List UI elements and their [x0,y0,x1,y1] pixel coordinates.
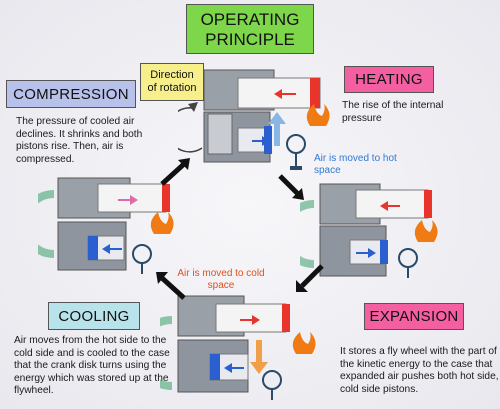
note-air-to-cold: Air is moved to cold space [177,268,265,291]
arrow-right-hot-icon [118,195,138,205]
rotation-arc-icon [178,107,203,153]
stage-cooling-label: COOLING [48,302,140,330]
title-line-2: PRINCIPLE [205,30,295,49]
arrow-right-hot-icon [240,315,260,325]
rotation-label-line-1: Direction [150,69,194,81]
arrow-left-hot-icon [274,89,296,99]
hot-end-cap [424,190,432,218]
stage-compression-label: COMPRESSION [6,80,136,108]
cooling-description: Air moves from the hot side to the cold … [14,335,170,396]
arrow-left-cold-icon [224,363,244,373]
engine-diagram-top [178,66,338,180]
page-title: OPERATING PRINCIPLE [186,4,314,54]
engine-diagram-bottom [160,290,320,405]
cycle-arrow-bottom-left-icon [156,272,186,300]
arrow-down-icon [250,340,268,374]
flame-icon [292,332,316,354]
hot-end-cap [162,184,170,212]
note-air-to-hot: Air is moved to hot space [314,153,397,176]
cycle-arrow-top-right-icon [278,174,304,200]
rotation-label-line-2: of rotation [147,82,197,94]
expansion-description: It stores a fly wheel with the part of t… [340,346,499,395]
hot-end-cap [282,304,290,332]
engine-diagram-left [38,170,188,280]
flame-icon [150,212,174,234]
cycle-arrow-bottom-right-icon [296,264,324,292]
hot-cylinder [355,189,429,219]
arrow-left-cold-icon [102,244,122,254]
stage-expansion-label: EXPANSION [364,303,464,330]
arrow-right-cold-icon [252,136,270,146]
heating-description: The rise of the internal pressure [342,100,444,124]
flywheel-icon [300,200,315,268]
flywheel-icon [38,190,55,258]
hot-end-cap [310,78,320,108]
flame-icon [306,104,330,126]
title-line-1: OPERATING [200,10,300,29]
rotation-arrowhead-icon [188,102,198,112]
crank-gear [207,113,233,155]
hot-cylinder [215,303,287,333]
arrow-left-hot-icon [380,201,400,211]
cold-end-cap [210,354,220,380]
engine-diagram-right [300,180,450,290]
compression-description: The pressure of cooled air declines. It … [16,116,143,165]
cold-end-cap [380,240,388,264]
arrow-up-icon [268,112,286,146]
rotation-label: Direction of rotation [140,63,204,101]
flame-icon [414,220,438,242]
stage-heating-label: HEATING [344,66,434,93]
arrow-right-cold-icon [356,248,376,258]
cold-end-cap [88,236,98,260]
cycle-arrow-top-left-icon [160,158,190,186]
